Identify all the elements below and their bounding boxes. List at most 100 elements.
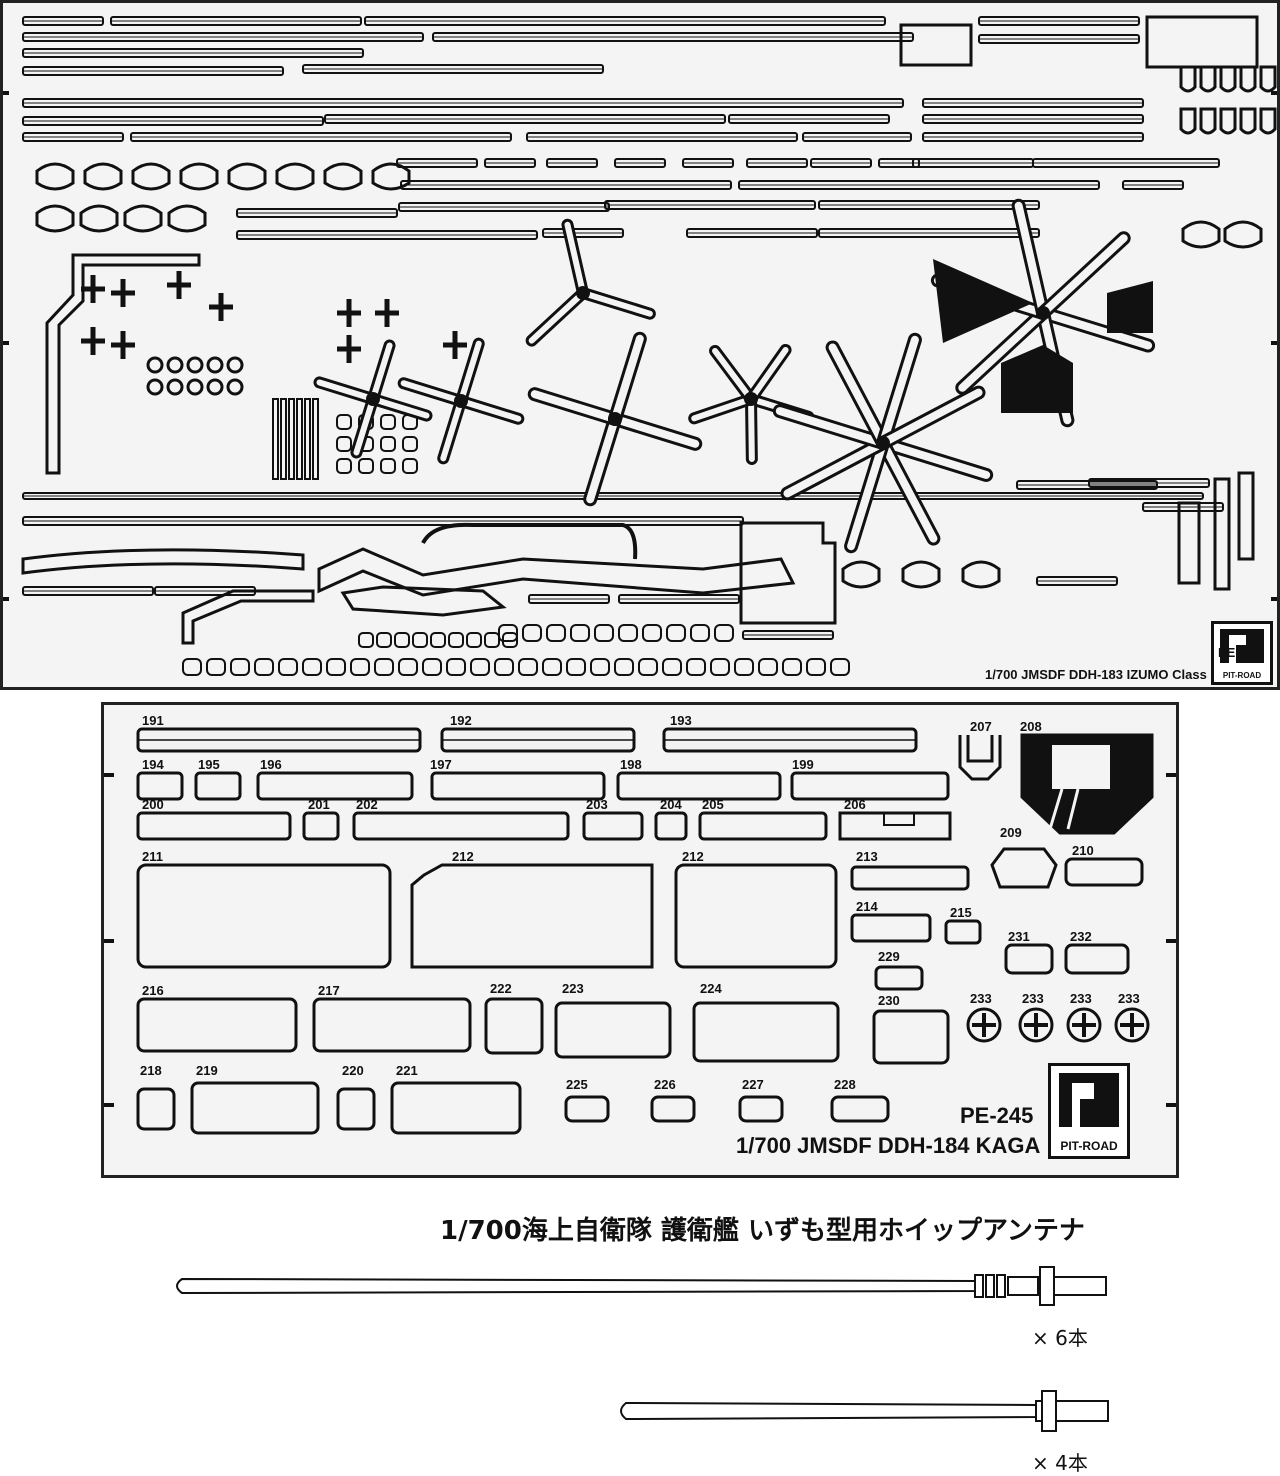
whip-antenna-long [176, 1266, 1107, 1306]
part-194 [136, 771, 184, 801]
label-212: 212 [452, 849, 474, 864]
pit-road-logo-text: PIT-ROAD [1060, 1139, 1118, 1154]
label-202: 202 [356, 797, 378, 812]
label-218: 218 [140, 1063, 162, 1078]
label-215: 215 [950, 905, 972, 920]
part-number-labels: 191 192 193 194 195 196 197 198 199 200 … [140, 713, 1140, 1092]
label-227: 227 [742, 1077, 764, 1092]
label-195: 195 [198, 757, 220, 772]
part-219 [190, 1081, 320, 1135]
label-233c: 233 [1070, 991, 1092, 1006]
pit-road-logo-mark [1058, 1073, 1120, 1128]
label-219: 219 [196, 1063, 218, 1078]
label-207: 207 [970, 719, 992, 734]
part-230 [872, 1009, 950, 1065]
sheet2-product-title: 1/700 JMSDF DDH-184 KAGA [736, 1133, 1041, 1158]
part-224 [692, 1001, 840, 1063]
label-191: 191 [142, 713, 164, 728]
label-221: 221 [396, 1063, 418, 1078]
label-208: 208 [1020, 719, 1042, 734]
long-antenna-quantity: × 6本 [1032, 1326, 1088, 1350]
label-192: 192 [450, 713, 472, 728]
sheet1-parts-art [3, 15, 1277, 676]
label-210: 210 [1072, 843, 1094, 858]
label-233d: 233 [1118, 991, 1140, 1006]
antenna-section-title: 1/700海上自衛隊 護衛艦 いずも型用ホイップアンテナ [440, 1216, 1085, 1246]
label-214: 214 [856, 899, 878, 914]
label-193: 193 [670, 713, 692, 728]
label-211: 211 [142, 849, 163, 864]
label-198: 198 [620, 757, 642, 772]
part-232 [1064, 943, 1130, 975]
part-195 [194, 771, 242, 801]
part-223 [554, 1001, 672, 1059]
sheet2-parts-art: 191 192 193 194 195 196 197 198 199 200 … [104, 713, 1176, 1135]
pit-road-logo: PIT-ROAD [1048, 1063, 1130, 1159]
label-222: 222 [490, 981, 512, 996]
part-196 [256, 771, 414, 801]
sheet1-product-title: 1/700 JMSDF DDH-183 IZUMO Class [985, 667, 1207, 682]
sheet1-product-code: PE-244 [1218, 645, 1262, 660]
label-228: 228 [834, 1077, 856, 1092]
label-232: 232 [1070, 929, 1092, 944]
label-233: 233 [970, 991, 992, 1006]
part-198 [616, 771, 782, 801]
part-217 [312, 997, 472, 1053]
label-216: 216 [142, 983, 164, 998]
part-229 [874, 965, 924, 991]
part-212 [410, 863, 654, 969]
label-205: 205 [702, 797, 724, 812]
label-199: 199 [792, 757, 814, 772]
label-225: 225 [566, 1077, 588, 1092]
part-226 [650, 1095, 696, 1123]
part-201 [302, 811, 340, 841]
label-206: 206 [844, 797, 866, 812]
part-202 [352, 811, 570, 841]
part-205 [698, 811, 828, 841]
part-231 [1004, 943, 1054, 975]
part-218 [136, 1087, 176, 1131]
label-223: 223 [562, 981, 584, 996]
part-204 [654, 811, 688, 841]
label-220: 220 [342, 1063, 364, 1078]
part-207 [958, 735, 1002, 781]
label-204: 204 [660, 797, 682, 812]
part-212 [674, 863, 838, 969]
part-193 [662, 727, 918, 753]
part-211 [136, 863, 392, 969]
pit-road-logo-mark [1219, 628, 1265, 664]
part-210 [1064, 857, 1144, 887]
whip-antenna-art [176, 1266, 1109, 1432]
part-208 [1020, 733, 1154, 835]
label-226: 226 [654, 1077, 676, 1092]
sheet2-product-code: PE-245 [960, 1103, 1034, 1128]
part-191 [136, 727, 422, 753]
part-233 [1018, 1007, 1054, 1043]
label-212b: 212 [682, 849, 704, 864]
part-199 [790, 771, 950, 801]
part-233 [1114, 1007, 1150, 1043]
part-200 [136, 811, 292, 841]
label-203: 203 [586, 797, 608, 812]
part-216 [136, 997, 298, 1053]
part-203 [582, 811, 644, 841]
label-230: 230 [878, 993, 900, 1008]
part-213 [850, 865, 970, 891]
part-233 [966, 1007, 1002, 1043]
sprue-tabs [104, 773, 1176, 1107]
label-209: 209 [1000, 825, 1022, 840]
label-217: 217 [318, 983, 340, 998]
pit-road-logo: PIT-ROAD [1211, 621, 1273, 685]
part-206 [838, 811, 952, 841]
whip-antenna-short [620, 1390, 1109, 1432]
part-233 [1066, 1007, 1102, 1043]
part-197 [430, 771, 606, 801]
part-209 [990, 847, 1058, 889]
pit-road-logo-text: PIT-ROAD [1222, 671, 1262, 681]
part-225 [564, 1095, 610, 1123]
label-224: 224 [700, 981, 722, 996]
part-228 [830, 1095, 890, 1123]
label-200: 200 [142, 797, 164, 812]
short-antenna-quantity: × 4本 [1032, 1451, 1088, 1475]
part-227 [738, 1095, 784, 1123]
